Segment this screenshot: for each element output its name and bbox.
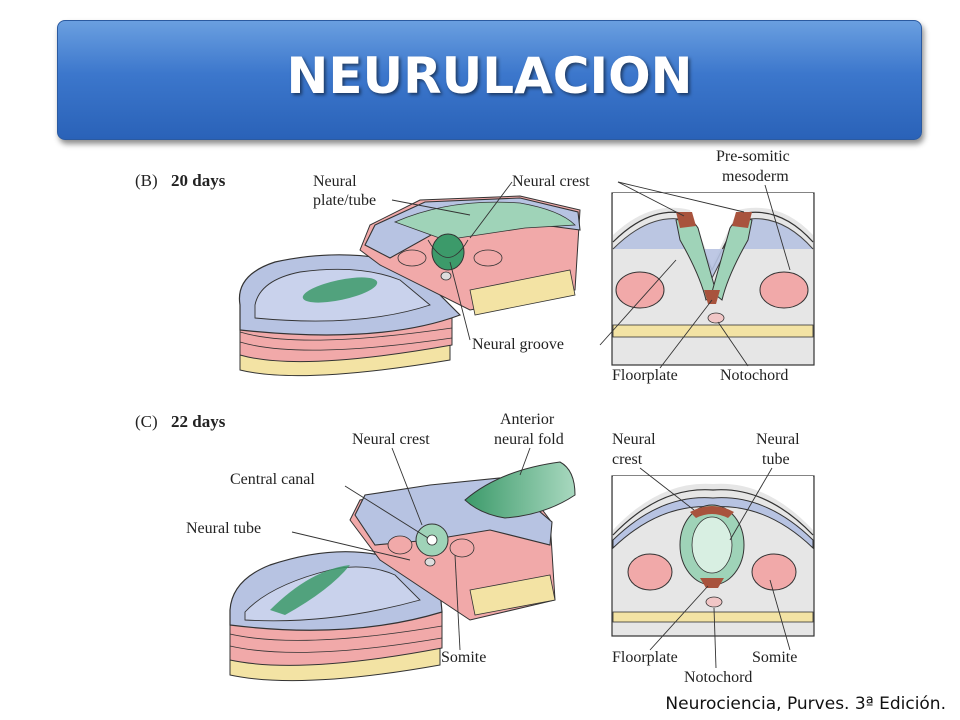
leader-lines-c <box>291 447 791 669</box>
label-c-anterior-line2: neural fold <box>494 431 564 448</box>
panel-b-letter: (B) <box>135 171 158 190</box>
panel-b-age: 20 days <box>171 171 226 190</box>
label-b-neural-plate-line2: plate/tube <box>313 192 376 209</box>
title-banner: NEURULACION <box>57 20 922 140</box>
label-b-presomitic-line2: mesoderm <box>722 168 789 185</box>
label-c-neural-crest: Neural crest <box>352 431 430 448</box>
label-c-somite: Somite <box>441 649 486 666</box>
cross-section-b <box>611 192 815 366</box>
source-credit: Neurociencia, Purves. 3ª Edición. <box>665 694 946 714</box>
panel-c-age: 22 days <box>171 412 226 431</box>
label-b-neural-crest: Neural crest <box>512 173 590 190</box>
embryo-c-front <box>229 551 443 682</box>
label-c-central-canal: Central canal <box>230 471 315 488</box>
label-b-presomitic-line1: Pre-somitic <box>716 148 790 165</box>
label-b-floorplate: Floorplate <box>612 367 678 384</box>
page-title: NEURULACION <box>286 47 693 105</box>
cross-section-c <box>611 475 815 637</box>
label-c-xs-tube-line1: Neural <box>756 431 800 448</box>
embryo-c-back <box>349 461 576 621</box>
embryo-b-back <box>359 195 581 316</box>
leader-lines-b <box>391 181 791 369</box>
label-c-xs-crest-line2: crest <box>612 451 643 468</box>
label-b-neural-plate-line1: Neural <box>313 173 357 190</box>
panel-c-letter: (C) <box>135 412 158 431</box>
label-c-xs-tube-line2: tube <box>762 451 790 468</box>
label-c-anterior-line1: Anterior <box>500 411 555 428</box>
label-c-floorplate: Floorplate <box>612 649 678 666</box>
label-c-notochord: Notochord <box>684 669 752 686</box>
label-b-notochord: Notochord <box>720 367 788 384</box>
label-c-xs-somite: Somite <box>752 649 797 666</box>
label-c-xs-crest-line1: Neural <box>612 431 656 448</box>
label-b-neural-groove: Neural groove <box>472 336 564 353</box>
label-c-neural-tube: Neural tube <box>186 520 261 537</box>
